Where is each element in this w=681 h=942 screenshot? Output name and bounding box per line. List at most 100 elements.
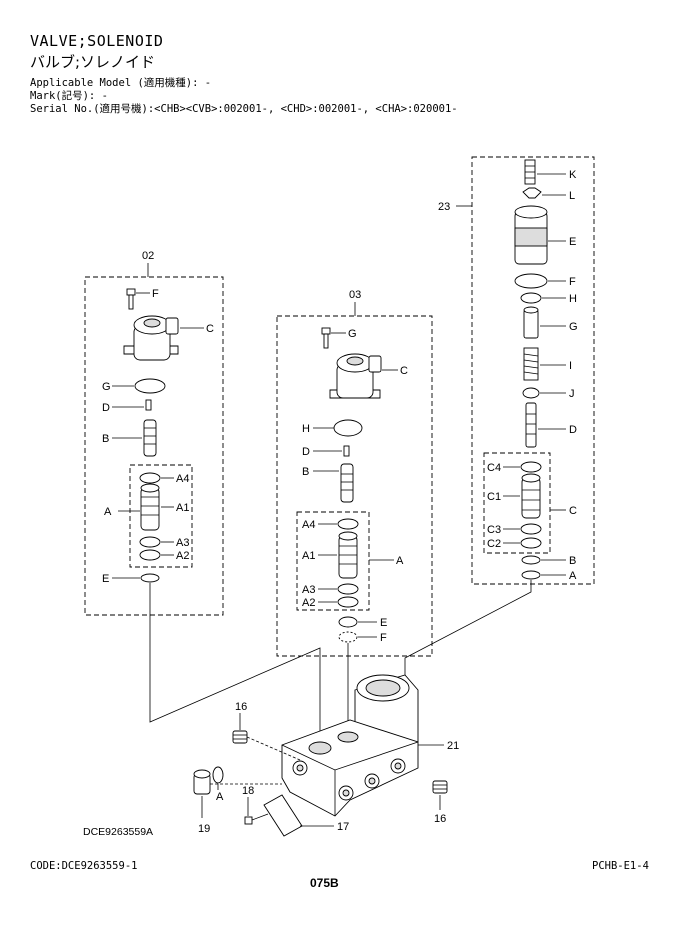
solenoid-coil	[514, 205, 548, 265]
label-02-C: C	[206, 323, 214, 335]
assembly-02: 02 F C G D	[84, 250, 224, 616]
label-16-bottom: 16	[434, 813, 446, 825]
assembly-03-frame	[276, 315, 433, 657]
label-23-J: J	[569, 388, 575, 400]
plunger-part	[143, 419, 157, 457]
label-03-A4: A4	[302, 519, 315, 531]
assembly-03-number: 03	[349, 289, 361, 301]
spring-part	[523, 347, 539, 381]
bolt-part	[244, 813, 269, 825]
oring-part	[338, 616, 358, 628]
plunger-part	[340, 463, 354, 503]
label-21: 21	[447, 740, 459, 752]
label-23-A: A	[569, 570, 577, 582]
assembly-23-frame	[471, 156, 595, 585]
plug-part	[523, 306, 539, 339]
seal-part	[333, 419, 363, 437]
applicable-model: Applicable Model (適用機種): -	[30, 77, 212, 89]
label-23-C1: C1	[487, 491, 501, 503]
serial-number: Serial No.(適用号機):<CHB><CVB>:002001-, <CH…	[30, 103, 458, 115]
label-23-F: F	[569, 276, 576, 288]
label-23-L: L	[569, 190, 575, 202]
label-03-G: G	[348, 328, 357, 340]
assembly-23: 23 K L E F H G	[438, 156, 595, 585]
label-03-A3: A3	[302, 584, 315, 596]
label-23-C: C	[569, 505, 577, 517]
label-02-B: B	[102, 433, 109, 445]
stud-part	[524, 159, 536, 185]
figure-code: DCE9263559A	[83, 826, 154, 838]
title-english: VALVE;SOLENOID	[30, 32, 164, 50]
washer-part	[522, 387, 540, 399]
label-23-B: B	[569, 555, 576, 567]
oring-part	[521, 570, 541, 580]
label-02-F: F	[152, 288, 159, 300]
footer-page-number: 075B	[310, 876, 339, 890]
seal-part	[514, 273, 548, 289]
oring-part	[521, 555, 541, 565]
screw-part	[126, 288, 136, 310]
label-03-E: E	[380, 617, 387, 629]
label-02-A1: A1	[176, 502, 189, 514]
label-02-A3: A3	[176, 537, 189, 549]
label-A-oring: A	[216, 791, 224, 803]
label-03-A: A	[396, 555, 404, 567]
assembly-02-subframe	[129, 464, 193, 568]
label-03-A1: A1	[302, 550, 315, 562]
label-03-A2: A2	[302, 597, 315, 609]
label-02-G: G	[102, 381, 111, 393]
label-02-A4: A4	[176, 473, 189, 485]
fitting-part	[232, 730, 248, 744]
label-23-G: G	[569, 321, 578, 333]
label-23-C2: C2	[487, 538, 501, 550]
label-19: 19	[198, 823, 210, 835]
spring-part	[140, 483, 160, 531]
label-03-H: H	[302, 423, 310, 435]
solenoid-coil	[329, 353, 382, 399]
title-japanese: バルブ;ソレノイド	[30, 53, 156, 71]
plug-part	[193, 766, 224, 795]
label-23-H: H	[569, 293, 577, 305]
cartridge-part	[521, 473, 541, 519]
mark: Mark(記号): -	[30, 90, 108, 102]
pin-part	[343, 445, 350, 457]
nut-part	[522, 187, 542, 199]
seal-part	[134, 378, 166, 394]
spring-part	[338, 531, 358, 579]
plate-part	[263, 794, 303, 837]
label-23-I: I	[569, 360, 572, 372]
label-03-C: C	[400, 365, 408, 377]
assembly-lines	[149, 580, 532, 748]
ring-part	[338, 631, 358, 643]
label-03-B: B	[302, 466, 309, 478]
valve-body	[281, 674, 419, 817]
label-23-C3: C3	[487, 524, 501, 536]
label-03-D: D	[302, 446, 310, 458]
label-02-E: E	[102, 573, 109, 585]
label-23-E: E	[569, 236, 576, 248]
label-17: 17	[337, 821, 349, 833]
assembly-23-subframe	[483, 452, 551, 554]
assembly-23-number: 23	[438, 201, 450, 213]
spool-part	[525, 402, 537, 448]
footer-code: CODE:DCE9263559-1	[30, 860, 138, 872]
label-23-D: D	[569, 424, 577, 436]
assembly-02-frame	[84, 276, 224, 616]
assembly-03-subframe	[296, 511, 370, 611]
pin-part	[145, 399, 152, 411]
fitting-part	[432, 780, 448, 794]
label-18: 18	[242, 785, 254, 797]
label-23-C4: C4	[487, 462, 501, 474]
label-03-F: F	[380, 632, 387, 644]
footer-page-ref: PCHB-E1-4	[592, 860, 649, 872]
screw-part	[321, 327, 331, 349]
solenoid-coil	[123, 315, 179, 361]
label-02-D: D	[102, 402, 110, 414]
assembly-03: 03 G C H D B	[276, 289, 433, 657]
oring-part	[140, 573, 160, 583]
label-02-A: A	[104, 506, 112, 518]
label-16-top: 16	[235, 701, 247, 713]
label-23-K: K	[569, 169, 577, 181]
label-02-A2: A2	[176, 550, 189, 562]
